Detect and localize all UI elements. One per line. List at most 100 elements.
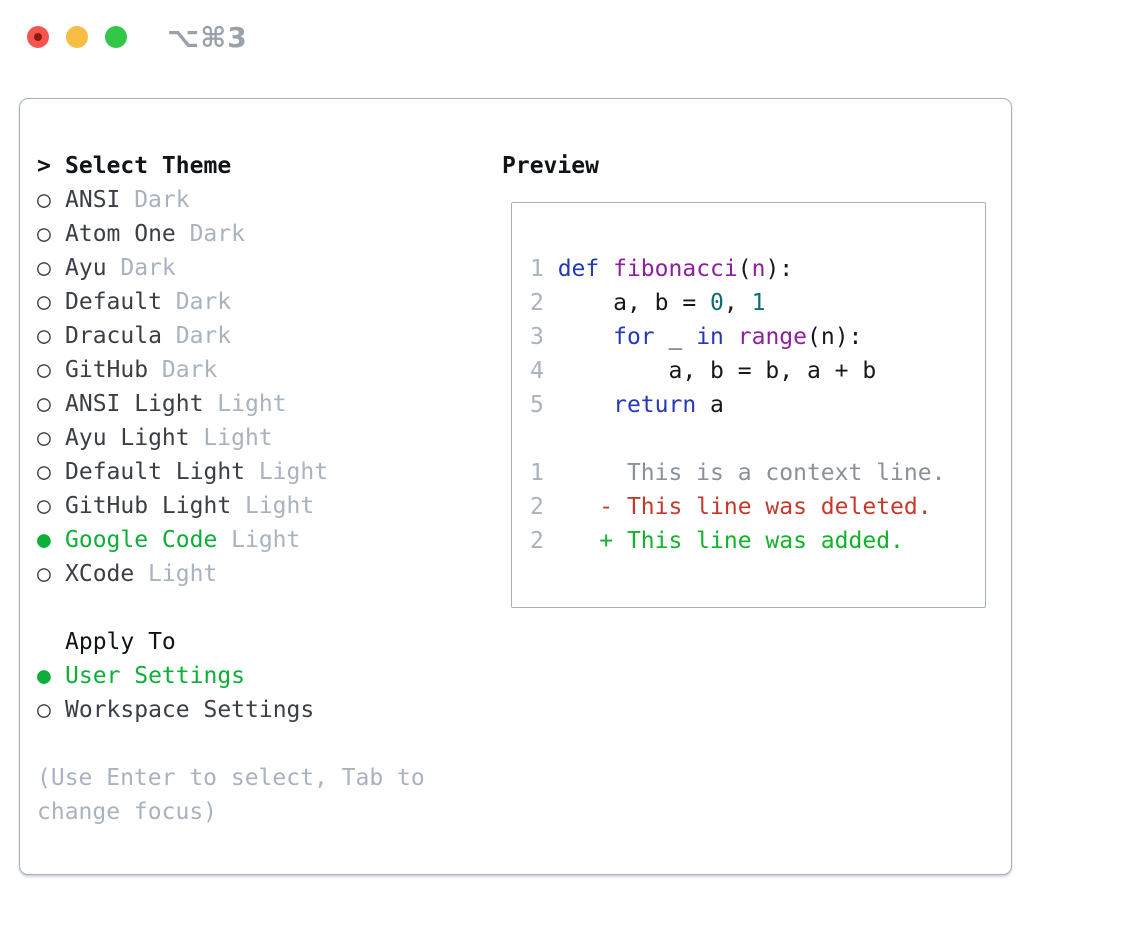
- radio-icon: ○: [37, 357, 51, 383]
- radio-icon: ○: [37, 561, 51, 587]
- select-theme-title: Select Theme: [65, 153, 232, 179]
- window-shortcut-label: ⌥⌘3: [167, 21, 248, 54]
- radio-icon: ○: [37, 255, 51, 281]
- theme-variant: Dark: [161, 357, 218, 383]
- theme-option-default-dark[interactable]: ○ Default Dark: [37, 285, 425, 319]
- line-number: 2: [530, 494, 544, 520]
- preview-code: 1 def fibonacci(n): 2 a, b = 0, 1 3 for …: [530, 252, 945, 558]
- theme-variant: Light: [217, 391, 287, 417]
- theme-option-google-code-light[interactable]: ● Google Code Light: [37, 523, 425, 557]
- zoom-button[interactable]: [105, 26, 127, 48]
- theme-variant: Light: [231, 527, 301, 553]
- code-line: 1 def fibonacci(n):: [530, 252, 945, 286]
- radio-icon: ○: [37, 221, 51, 247]
- code-plain: _: [654, 324, 697, 350]
- preview-title: Preview: [502, 153, 599, 179]
- theme-option-github-dark[interactable]: ○ GitHub Dark: [37, 353, 425, 387]
- apply-option-label: Workspace Settings: [65, 697, 315, 723]
- radio-selected-icon: ●: [37, 663, 51, 689]
- theme-option-ansi-light[interactable]: ○ ANSI Light Light: [37, 387, 425, 421]
- code-param: n: [751, 256, 766, 282]
- radio-icon: ○: [37, 425, 51, 451]
- theme-variant: Dark: [175, 323, 232, 349]
- code-keyword: for: [613, 324, 655, 350]
- theme-name: Google Code: [65, 527, 218, 553]
- keyboard-hint-line2: change focus): [37, 799, 218, 825]
- minimize-button[interactable]: [66, 26, 88, 48]
- code-plain: [724, 324, 738, 350]
- line-number: 4: [530, 358, 544, 384]
- code-plain: a, b = b, a + b: [543, 358, 877, 384]
- keyboard-hint-line1: (Use Enter to select, Tab to: [37, 765, 425, 791]
- apply-option-workspace-settings[interactable]: ○ Workspace Settings: [37, 693, 425, 727]
- radio-icon: ○: [37, 391, 51, 417]
- radio-icon: ○: [37, 459, 51, 485]
- code-keyword: def: [543, 256, 614, 282]
- theme-variant: Light: [258, 459, 329, 485]
- diff-added-line: 2 + This line was added.: [530, 524, 945, 558]
- code-function: fibonacci: [613, 256, 738, 282]
- theme-name: Default: [65, 289, 162, 315]
- line-number: 1: [530, 256, 544, 282]
- apply-option-label: User Settings: [65, 663, 246, 689]
- theme-name: XCode: [65, 561, 135, 587]
- code-line: 2 a, b = 0, 1: [530, 286, 945, 320]
- theme-name: Ayu: [65, 255, 107, 281]
- theme-name: ANSI Light: [65, 391, 204, 417]
- code-keyword: in: [696, 324, 724, 350]
- code-literal: 1: [751, 290, 766, 316]
- diff-deleted-text: - This line was deleted.: [543, 494, 932, 520]
- line-number: 1: [530, 460, 544, 486]
- apply-to-header: Apply To: [65, 629, 176, 655]
- theme-variant: Dark: [175, 289, 232, 315]
- code-punct: (n):: [807, 324, 863, 350]
- radio-icon: ○: [37, 289, 51, 315]
- code-line: 5 return a: [530, 388, 945, 422]
- radio-selected-icon: ●: [37, 527, 51, 553]
- theme-variant: Light: [244, 493, 315, 519]
- theme-variant: Light: [203, 425, 273, 451]
- radio-icon: ○: [37, 493, 51, 519]
- radio-icon: ○: [37, 697, 51, 723]
- theme-variant: Light: [148, 561, 218, 587]
- diff-context-text: This is a context line.: [543, 460, 946, 486]
- preview-box: 1 def fibonacci(n): 2 a, b = 0, 1 3 for …: [511, 202, 986, 608]
- line-number: 3: [530, 324, 544, 350]
- theme-option-dracula-dark[interactable]: ○ Dracula Dark: [37, 319, 425, 353]
- radio-icon: ○: [37, 323, 51, 349]
- code-keyword: return: [613, 392, 697, 418]
- diff-deleted-line: 2 - This line was deleted.: [530, 490, 945, 524]
- theme-variant: Dark: [134, 187, 190, 213]
- theme-option-xcode-light[interactable]: ○ XCode Light: [37, 557, 425, 591]
- code-punct: (: [737, 256, 752, 282]
- apply-option-user-settings[interactable]: ● User Settings: [37, 659, 425, 693]
- code-literal: 0: [710, 290, 724, 316]
- theme-name: GitHub Light: [65, 493, 232, 519]
- code-punct: ):: [765, 256, 794, 282]
- blank-line: [530, 422, 945, 456]
- theme-option-github-light[interactable]: ○ GitHub Light Light: [37, 489, 425, 523]
- line-number: 2: [530, 528, 544, 554]
- spacer-row: [37, 727, 425, 761]
- line-number: 5: [530, 392, 544, 418]
- code-line: 4 a, b = b, a + b: [530, 354, 945, 388]
- prompt-caret-icon: >: [37, 153, 51, 179]
- close-button[interactable]: [27, 26, 49, 48]
- diff-added-text: + This line was added.: [543, 528, 904, 554]
- code-line: 3 for _ in range(n):: [530, 320, 945, 354]
- theme-name: Dracula: [65, 323, 162, 349]
- line-number: 2: [530, 290, 544, 316]
- theme-option-atom-one-dark[interactable]: ○ Atom One Dark: [37, 217, 425, 251]
- theme-variant: Dark: [120, 255, 176, 281]
- code-function: range: [737, 324, 808, 350]
- theme-name: Atom One: [65, 221, 176, 247]
- code-punct: ,: [723, 290, 752, 316]
- theme-option-ayu-dark[interactable]: ○ Ayu Dark: [37, 251, 425, 285]
- code-plain: a: [696, 392, 724, 418]
- theme-name: GitHub: [65, 357, 149, 383]
- theme-variant: Dark: [189, 221, 245, 247]
